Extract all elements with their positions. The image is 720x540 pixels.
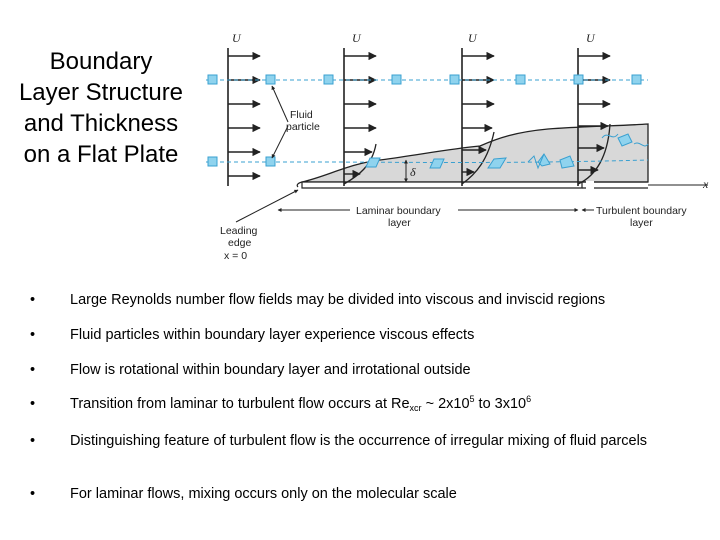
bullet-glyph: • [30, 362, 36, 378]
transition-value-1: ~ 2x10 [421, 396, 470, 412]
streamlines [206, 79, 649, 163]
reynolds-subscript: xcr [409, 403, 422, 413]
bullet-text: Transition from laminar to turbulent flo… [70, 394, 700, 413]
title-line: on a Flat Plate [23, 141, 179, 168]
fluid-particles [207, 74, 642, 169]
turbulent-label: layer [630, 217, 653, 229]
x-axis-label: x [702, 177, 709, 191]
title-line: and Thickness [23, 110, 179, 137]
free-stream-label: U [468, 31, 478, 45]
profile-curves [343, 123, 611, 185]
title-line: Layer Structure [18, 79, 184, 106]
boundary-layer-diagram: x U U U U [206, 31, 709, 262]
bullet-text: Large Reynolds number flow fields may be… [70, 292, 606, 308]
leading-edge-label: x = 0 [224, 250, 247, 262]
plate-break [586, 181, 594, 189]
free-stream-label: U [232, 31, 242, 45]
laminar-label: layer [388, 217, 411, 229]
laminar-label: Laminar boundary [356, 205, 441, 217]
bullet-glyph: • [30, 292, 36, 308]
turbulent-label: Turbulent boundary [596, 205, 687, 217]
particle-pointer [271, 125, 289, 159]
flat-plate-edge [296, 181, 303, 188]
bullet-glyph: • [30, 327, 36, 343]
bullet-glyph: • [30, 433, 36, 449]
leading-edge-pointer [235, 189, 299, 223]
velocity-profiles [227, 48, 579, 186]
turbulent-traces [527, 133, 649, 170]
bullet-text: Fluid particles within boundary layer ex… [70, 327, 475, 343]
free-stream-label: U [586, 31, 596, 45]
slide-title: Boundary Layer Structure and Thickness o… [8, 46, 194, 170]
bullet-text: Flow is rotational within boundary layer… [70, 362, 471, 378]
exponent-1: 5 [469, 394, 475, 404]
free-stream-label: U [352, 31, 362, 45]
transition-text: Transition from laminar to turbulent flo… [70, 396, 410, 412]
title-line: Boundary [49, 48, 153, 75]
leading-edge-label: Leading [220, 225, 258, 237]
bullet-glyph: • [30, 396, 36, 412]
bullet-text: Distinguishing feature of turbulent flow… [70, 433, 648, 449]
fluid-particle-label: Fluid [290, 109, 313, 121]
delta-label: δ [410, 165, 416, 179]
bullet-glyph: • [30, 486, 36, 502]
particle-pointer [271, 85, 289, 123]
exponent-2: 6 [526, 394, 532, 404]
bullet-text: For laminar flows, mixing occurs only on… [70, 486, 457, 502]
leading-edge-label: edge [228, 237, 252, 249]
transition-value-2: to 3x10 [474, 396, 527, 412]
fluid-particle-label: particle [286, 121, 320, 133]
